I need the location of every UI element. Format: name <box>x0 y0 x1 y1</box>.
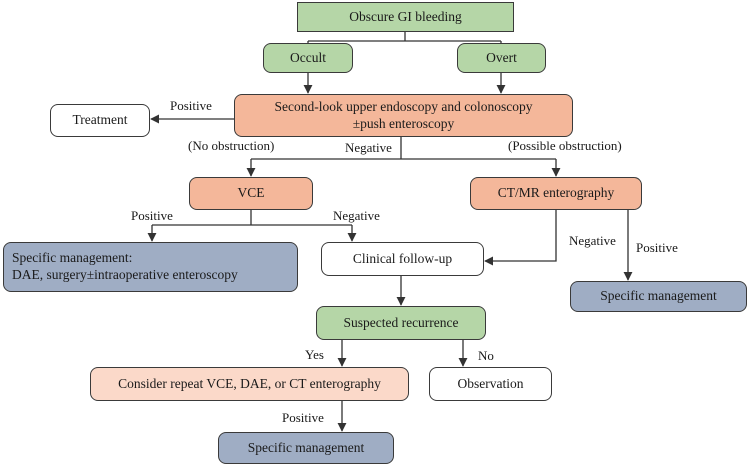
node-obscure-gi-bleeding-text: Obscure GI bleeding <box>349 8 462 24</box>
node-overt-text: Overt <box>486 49 517 65</box>
node-obscure-gi-bleeding: Obscure GI bleeding <box>297 2 514 32</box>
label-negative-second-look: Negative <box>345 140 392 155</box>
label-negative-vce: Negative <box>333 208 380 223</box>
label-positive-bottom: Positive <box>282 410 324 425</box>
label-negative-ct: Negative <box>569 233 616 248</box>
node-observation-text: Observation <box>457 375 524 391</box>
label-positive-ct: Positive <box>636 240 678 255</box>
node-clinical-follow-up: Clinical follow-up <box>321 242 484 276</box>
node-specific-management-bottom-text: Specific management <box>247 439 365 455</box>
node-observation: Observation <box>429 367 552 401</box>
label-positive-treatment: Positive <box>170 98 212 113</box>
label-yes: Yes <box>305 347 324 362</box>
node-suspected-recurrence: Suspected recurrence <box>316 306 486 340</box>
node-specific-management-left-line1: Specific management: <box>12 250 133 266</box>
node-ct-mr-enterography-text: CT/MR enterography <box>497 185 615 201</box>
node-specific-management-right-text: Specific management <box>600 288 717 304</box>
node-consider-repeat: Consider repeat VCE, DAE, or CT enterogr… <box>90 367 409 401</box>
node-treatment-text: Treatment <box>72 112 128 128</box>
node-second-look: Second-look upper endoscopy and colonosc… <box>234 94 573 137</box>
node-ct-mr-enterography: CT/MR enterography <box>470 177 642 210</box>
node-consider-repeat-text: Consider repeat VCE, DAE, or CT enterogr… <box>118 375 381 391</box>
node-specific-management-left: Specific management: DAE, surgery±intrao… <box>3 242 298 292</box>
label-no-obstruction: (No obstruction) <box>188 138 275 153</box>
node-vce-text: VCE <box>237 185 265 201</box>
node-second-look-line2: ±push enteroscopy <box>352 115 455 131</box>
node-suspected-recurrence-text: Suspected recurrence <box>343 314 459 330</box>
node-vce: VCE <box>189 177 313 210</box>
node-specific-management-left-line2: DAE, surgery±intraoperative enteroscopy <box>12 267 238 282</box>
node-occult: Occult <box>263 43 353 73</box>
node-treatment: Treatment <box>50 104 150 137</box>
node-second-look-line1: Second-look upper endoscopy and colonosc… <box>274 98 533 114</box>
node-specific-management-bottom: Specific management <box>218 432 394 464</box>
node-clinical-follow-up-text: Clinical follow-up <box>352 250 453 266</box>
node-overt: Overt <box>457 43 546 73</box>
label-possible-obstruction: (Possible obstruction) <box>508 138 622 153</box>
label-positive-vce: Positive <box>131 208 173 223</box>
node-specific-management-right: Specific management <box>570 281 747 312</box>
edge-ct-negative <box>484 210 557 266</box>
node-occult-text: Occult <box>290 49 326 65</box>
label-no: No <box>478 348 494 363</box>
